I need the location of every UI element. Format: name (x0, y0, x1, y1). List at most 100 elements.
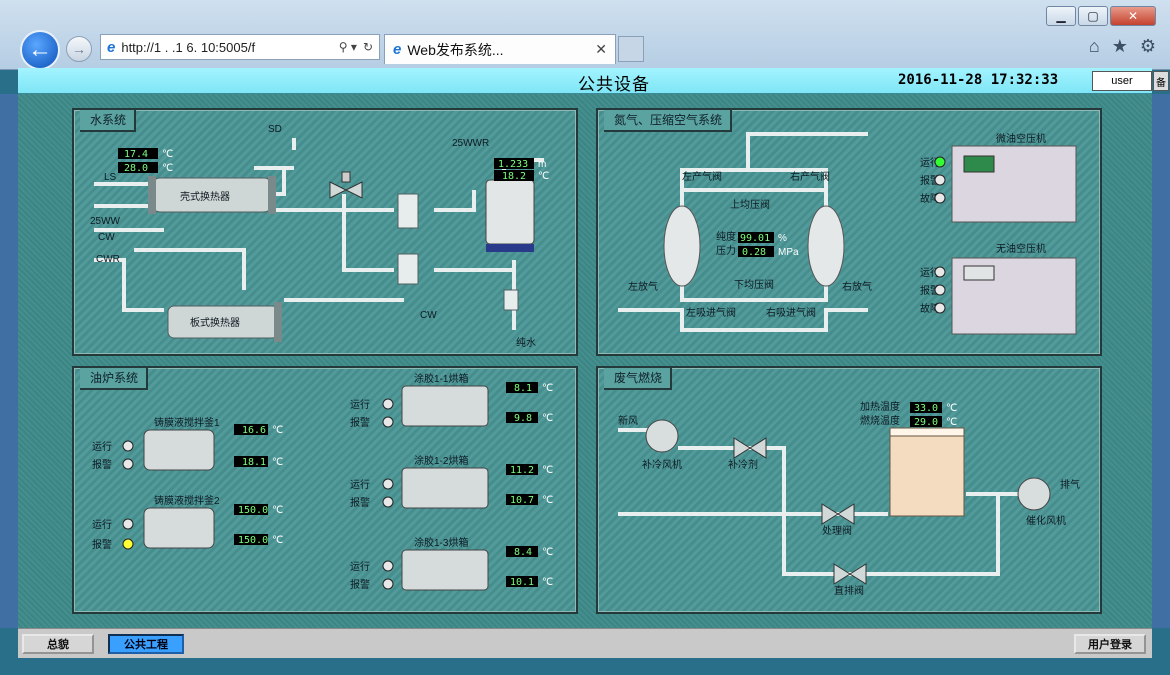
right-vent-label: 右放气 (842, 280, 872, 293)
comp2-fault-indicator (934, 302, 946, 314)
tank2-run-indicator (122, 518, 134, 530)
bottom-nav: 总貌 公共工程 用户登录 (18, 628, 1152, 658)
right-intake-valve-label: 右吸进气阀 (766, 306, 816, 319)
dryer2-v2: 10.7 (510, 495, 534, 506)
cooling-agent-label: 补冷剂 (728, 458, 758, 471)
overview-button[interactable]: 总貌 (22, 634, 94, 654)
close-window-button[interactable]: ✕ (1110, 6, 1156, 26)
cwr-label: CWR (96, 254, 120, 265)
exhaust-diagram: 新风 补冷风机 补冷剂 处理阀 直排阀 排气 催化风机 加热温度 33.0 ℃ … (618, 400, 1080, 597)
home-icon[interactable]: ⌂ (1088, 36, 1100, 56)
water-system-tab[interactable]: 水系统 (80, 110, 137, 132)
dryer3-alarm-indicator (382, 578, 394, 590)
process-valve-label: 处理阀 (822, 524, 852, 537)
burn-temp-unit: ℃ (946, 417, 957, 428)
dryer3-run-indicator (382, 560, 394, 572)
public-works-button[interactable]: 公共工程 (108, 634, 184, 654)
vent-valve-label: 直排阀 (834, 584, 864, 597)
cw-label: CW (98, 232, 115, 243)
oven-system-diagram: 铸膜液搅拌釜1 16.6 ℃ 18.1 ℃ 运行 报警 铸膜液搅拌釜2 150.… (92, 372, 553, 591)
tank1-run-indicator (122, 440, 134, 452)
browser-tab[interactable]: e Web发布系统... ✕ (384, 34, 616, 64)
exhaust-out-label: 排气 (1060, 478, 1080, 491)
exhaust-tab[interactable]: 废气燃烧 (604, 368, 673, 390)
pressure-unit: MPa (778, 247, 799, 258)
dryer1-v1-unit: ℃ (542, 383, 553, 394)
tank2-v1: 150.0 (238, 505, 268, 516)
purity-label: 纯度 (716, 230, 736, 243)
address-bar[interactable]: e http://1 . .1 6. 10:5005/f ⚲ ▾ ↻ (100, 34, 380, 60)
tank2-alarm-indicator (122, 538, 134, 550)
dryer3-v1: 8.4 (514, 547, 532, 558)
address-text[interactable]: http://1 . .1 6. 10:5005/f (121, 39, 256, 55)
user-field[interactable]: user (1092, 71, 1152, 91)
comp1-run-indicator (934, 156, 946, 168)
search-icon[interactable]: ⚲ ▾ (338, 40, 357, 54)
tank2-alarm-label: 报警 (92, 538, 112, 551)
back-button[interactable]: ← (20, 30, 60, 70)
purity-unit: % (778, 233, 787, 244)
forward-button[interactable]: → (66, 36, 92, 62)
heat-temp-label: 加热温度 (860, 400, 900, 413)
tank-level-unit: m (538, 159, 546, 170)
make-up-fan-label: 补冷风机 (642, 458, 682, 471)
dryer1-alarm-label: 报警 (350, 416, 370, 429)
dryer2-alarm-indicator (382, 496, 394, 508)
left-edge (0, 94, 18, 628)
burn-temp-label: 燃烧温度 (860, 414, 900, 427)
tank2-name: 铸膜液搅拌釜2 (154, 494, 220, 507)
close-tab-icon[interactable]: ✕ (595, 41, 607, 57)
user-button[interactable]: 备 (1153, 71, 1169, 91)
tank-temp-unit: ℃ (538, 171, 549, 182)
dryer3: 涂胶1-3烘箱 8.4 ℃ 10.1 ℃ 运行 报警 (350, 536, 553, 591)
cw-out-label: CW (420, 310, 437, 321)
dryer2-run-indicator (382, 478, 394, 490)
tank1-alarm-indicator (122, 458, 134, 470)
scada-header: 公共设备 2016-11-28 17:32:33 user 备 (18, 68, 1169, 94)
maximize-button[interactable]: ▢ (1078, 6, 1108, 26)
gear-icon[interactable]: ⚙ (1139, 36, 1156, 56)
hmi-area: 水系统 壳式换热器 板式换热器 (18, 94, 1152, 628)
fresh-air-label: 新风 (618, 414, 638, 427)
ie-tab-icon: e (393, 41, 402, 58)
oven-system-tab[interactable]: 油炉系统 (80, 368, 149, 390)
burn-temp-value: 29.0 (914, 417, 938, 428)
purity-value: 99.01 (740, 233, 770, 244)
new-tab-button[interactable] (618, 36, 644, 62)
dryer1-name: 涂胶1-1烘箱 (414, 372, 468, 385)
comp2-run-label: 运行 (920, 266, 940, 279)
tank1-alarm-label: 报警 (92, 458, 112, 471)
sd-label: SD (268, 124, 282, 135)
hx-temp1-unit: ℃ (162, 149, 173, 160)
tank2-v2-unit: ℃ (272, 535, 283, 546)
air-system-tab[interactable]: 氮气、压缩空气系统 (604, 110, 733, 132)
ww25-label: 25WW (90, 216, 121, 227)
tank1-v1-unit: ℃ (272, 425, 283, 436)
pure-water-label: 纯水 (516, 336, 536, 349)
page-title: 公共设备 (578, 75, 650, 94)
ie-icon: e (107, 38, 116, 56)
minimize-button[interactable]: ▁ (1046, 6, 1076, 26)
dryer3-v2: 10.1 (510, 577, 534, 588)
tank2-run-label: 运行 (92, 518, 112, 531)
water-system-diagram: 壳式换热器 板式换热器 SD LS 25WW CW CWR CW 纯水 25WW… (90, 124, 549, 349)
plate-hx-label: 板式换热器 (190, 316, 240, 329)
comp2-alarm-indicator (934, 284, 946, 296)
dryer2-v1-unit: ℃ (542, 465, 553, 476)
tank1-v2-unit: ℃ (272, 457, 283, 468)
dryer1-run-label: 运行 (350, 398, 370, 411)
right-product-valve-label: 右产气阀 (790, 170, 830, 183)
air-system-diagram: 左产气阀 右产气阀 上均压阀 下均压阀 左放气 右放气 左吸进气阀 右吸进气阀 … (618, 132, 1077, 335)
hx-temp2: 28.0 (124, 163, 148, 174)
star-icon[interactable]: ★ (1111, 36, 1128, 56)
tank-level: 1.233 (498, 159, 528, 170)
tank1-name: 铸膜液搅拌釜1 (154, 416, 220, 429)
comp1-fault-label: 故障 (920, 192, 940, 205)
user-login-button[interactable]: 用户登录 (1074, 634, 1146, 654)
comp1-name: 微油空压机 (996, 132, 1046, 145)
refresh-icon[interactable]: ↻ (362, 40, 373, 54)
ls-label: LS (104, 172, 117, 183)
tank-temp: 18.2 (502, 171, 526, 182)
pressure-value: 0.28 (742, 247, 766, 258)
heat-temp-unit: ℃ (946, 403, 957, 414)
